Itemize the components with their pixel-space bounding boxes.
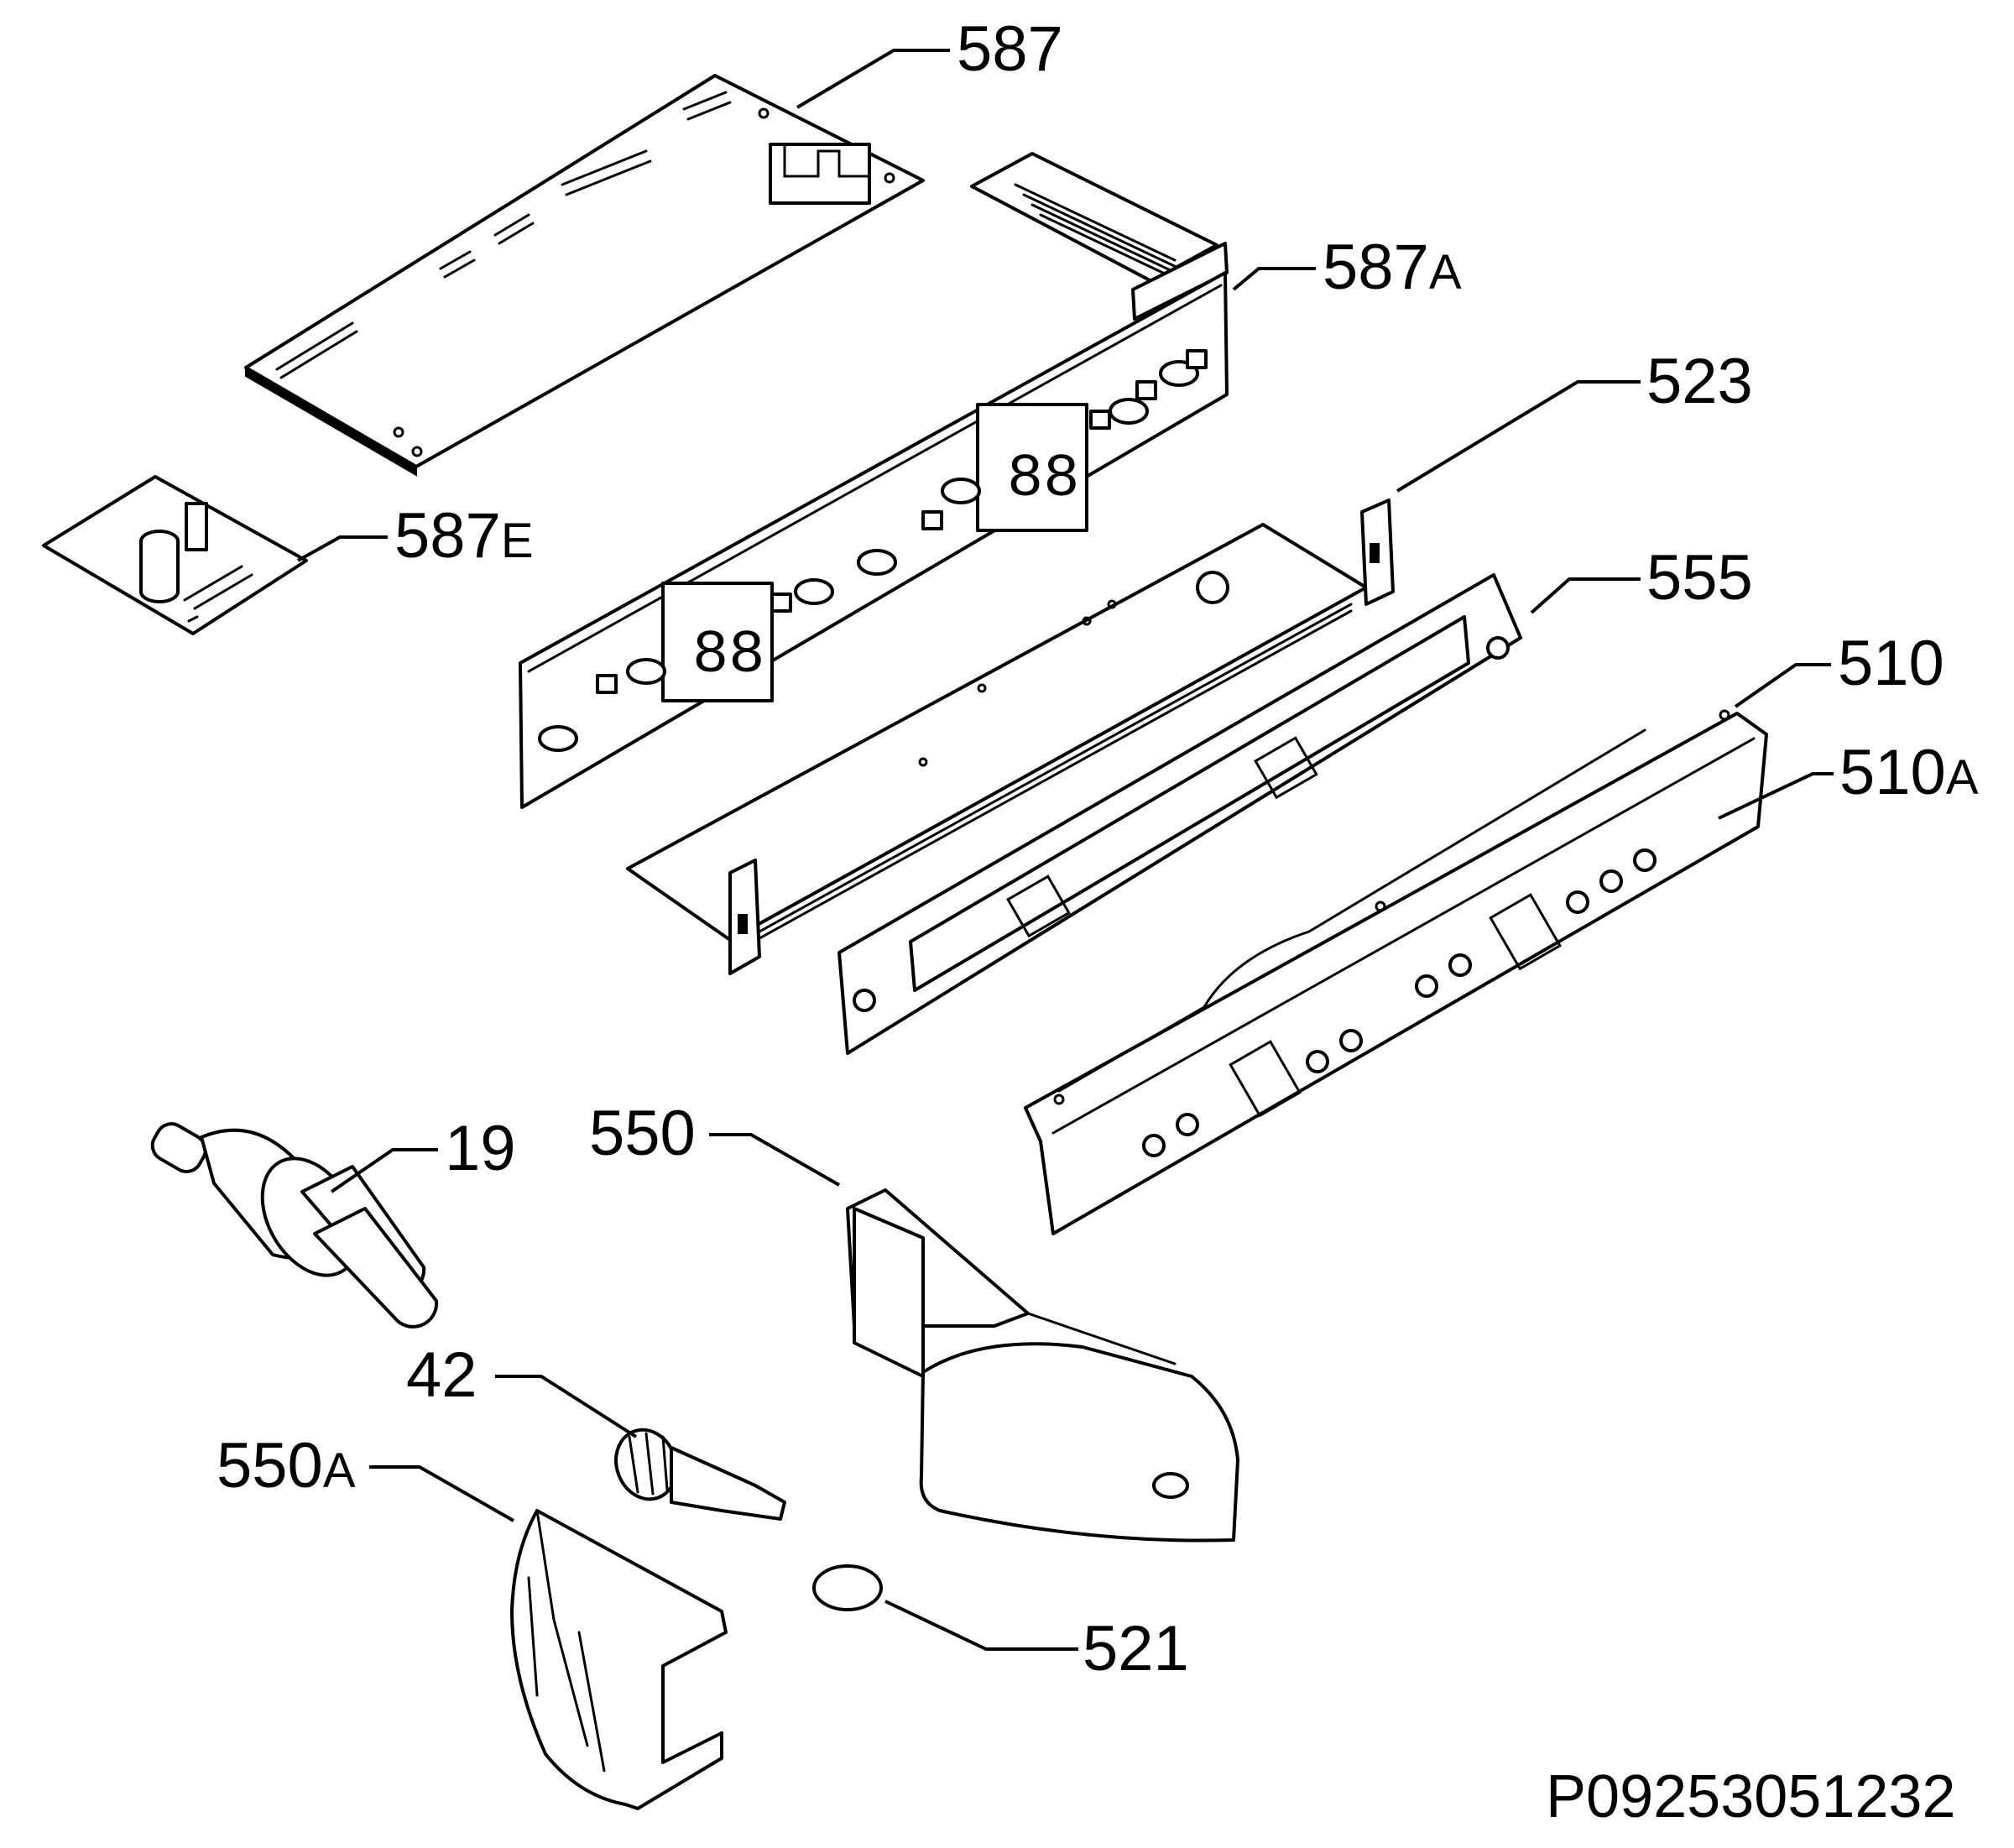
callout-587E: 587E <box>394 500 534 572</box>
callout-19: 19 <box>445 1113 516 1184</box>
display-glyph-left: 88 <box>692 621 764 690</box>
leader-lines <box>297 49 1834 1651</box>
part-550-light-cover <box>846 1188 1239 1543</box>
callout-587: 587 <box>957 13 1063 85</box>
part-587-main-pcb <box>244 74 925 477</box>
part-550A-end-cap <box>510 1509 728 1810</box>
display-glyph-right: 88 <box>1007 445 1079 514</box>
part-587A-display-board: 88 88 <box>519 152 1229 809</box>
callout-labels: 587 587A 523 587E 555 510 510A 19 550 42… <box>217 13 1979 1684</box>
pcb-587-pin-rows <box>275 91 732 379</box>
panel-buttons <box>1142 848 1657 1157</box>
callout-510A: 510A <box>1839 737 1979 808</box>
callout-521: 521 <box>1083 1613 1189 1684</box>
part-555-display-frame <box>837 573 1522 1055</box>
callout-555: 555 <box>1646 542 1753 613</box>
callout-550A: 550A <box>217 1430 356 1501</box>
part-42-lamp-socket <box>614 1428 786 1521</box>
part-19-lamp <box>150 1122 439 1329</box>
callout-550: 550 <box>589 1098 696 1169</box>
callout-42: 42 <box>406 1339 477 1411</box>
callout-523: 523 <box>1646 346 1753 417</box>
callout-510: 510 <box>1838 628 1944 699</box>
part-523-bracket <box>626 499 1395 975</box>
part-587E-sensor-board <box>42 475 308 635</box>
drawing-number: P09253051232 <box>1546 1763 1956 1830</box>
callout-587A: 587A <box>1323 232 1462 303</box>
part-510-front-panel <box>1024 709 1768 1235</box>
part-521-o-ring <box>812 1564 883 1611</box>
